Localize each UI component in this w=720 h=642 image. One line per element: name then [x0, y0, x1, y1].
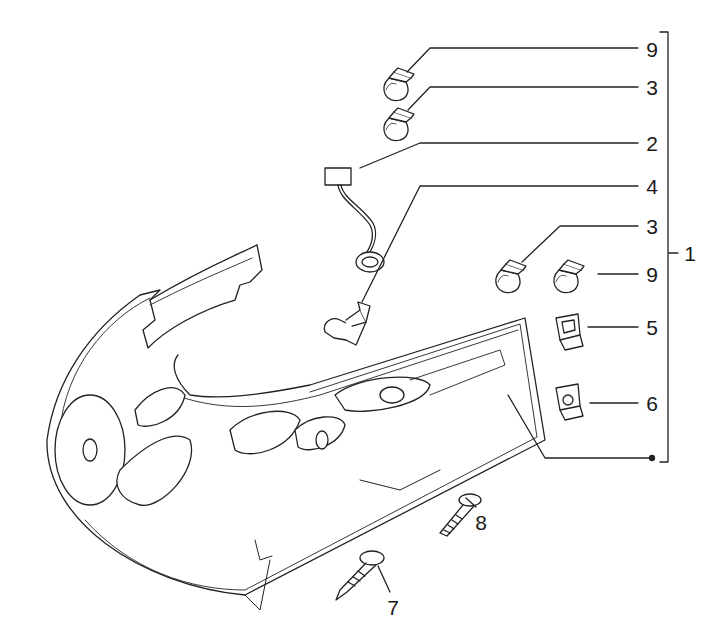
- callout-number: 8: [475, 512, 487, 533]
- callout-number: 3: [646, 77, 658, 98]
- callout-number: 4: [646, 176, 658, 197]
- callout-number: 2: [646, 133, 658, 154]
- callout-number: 5: [646, 317, 658, 338]
- callout-number: 3: [646, 216, 658, 237]
- callout-number: 7: [387, 597, 399, 618]
- callout-number: 9: [646, 39, 658, 60]
- callout-number: 1: [684, 243, 696, 264]
- callout-number: 9: [646, 264, 658, 285]
- callout-number: 6: [646, 393, 658, 414]
